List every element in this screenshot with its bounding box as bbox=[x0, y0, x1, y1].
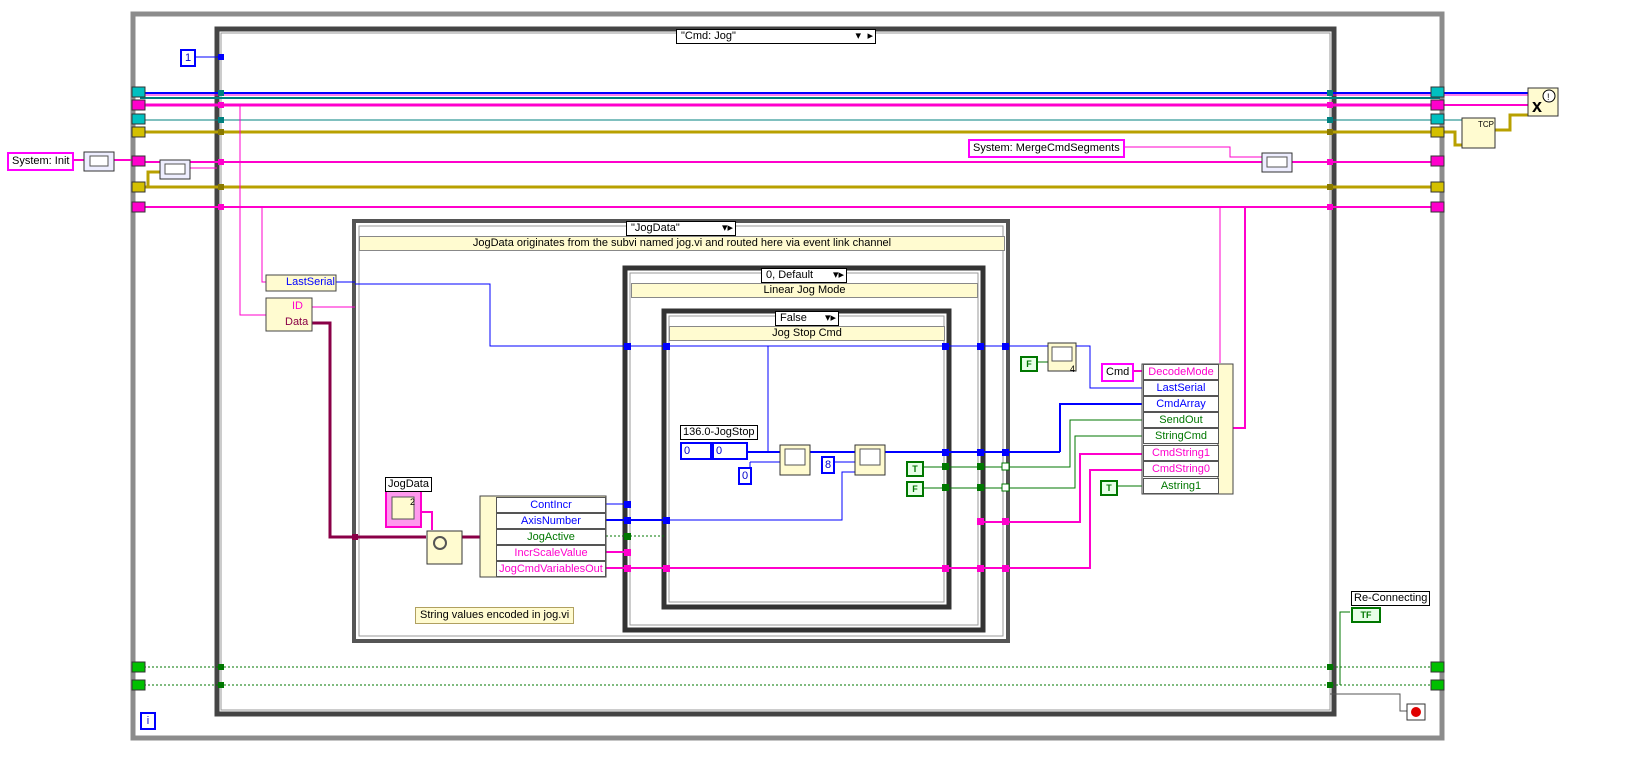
bundle-lastserial: LastSerial bbox=[1143, 380, 1219, 396]
stop-terminal-icon bbox=[1406, 703, 1426, 721]
event-comment: JogData originates from the subvi named … bbox=[359, 236, 1005, 251]
unbundle-incrscale: IncrScaleValue bbox=[496, 545, 606, 561]
cmd-case-selector-value: "Cmd: Jog" bbox=[681, 30, 736, 42]
subvi-jogdata-ref-icon bbox=[385, 490, 422, 528]
stop-case-selector-value: False bbox=[780, 312, 807, 324]
true-constant-a: T bbox=[906, 461, 924, 477]
bundle-astring1: Astring1 bbox=[1143, 478, 1219, 494]
subvi-chart-icon bbox=[1047, 342, 1077, 372]
eight-constant: 8 bbox=[821, 456, 835, 474]
unbundle-lastserial: LastSerial bbox=[286, 276, 335, 288]
tunnels bbox=[218, 54, 1333, 688]
encoded-note: String values encoded in jog.vi bbox=[415, 607, 575, 624]
cmd-constant: Cmd bbox=[1101, 363, 1135, 382]
zero-constant: 0 bbox=[738, 467, 752, 485]
event-case-selector-value: "JogData" bbox=[631, 222, 680, 234]
unbundle-axisnumber: AxisNumber bbox=[496, 513, 606, 529]
bundle-cmdstring1: CmdString1 bbox=[1143, 445, 1219, 461]
cmd-case-selector[interactable]: "Cmd: Jog" ▾ ▸ bbox=[676, 29, 876, 44]
jog-mode-selector[interactable]: 0, Default ▾▸ bbox=[761, 268, 847, 283]
chevron-down-icon: ▾▸ bbox=[721, 222, 733, 234]
merge-cmd-constant: System: MergeCmdSegments bbox=[968, 139, 1125, 158]
unbundle-lastserial-node bbox=[265, 274, 337, 292]
chevron-down-icon: ▾ bbox=[855, 30, 861, 42]
subvi-array-icon bbox=[159, 159, 191, 180]
reconnecting-label: Re-Connecting bbox=[1351, 591, 1431, 606]
jog-mode-comment: Linear Jog Mode bbox=[631, 283, 978, 298]
subvi-string-a-icon bbox=[779, 444, 811, 476]
unbundle-data: Data bbox=[285, 316, 309, 328]
shift-registers-left bbox=[131, 86, 146, 691]
unbundle-id: ID bbox=[292, 300, 303, 312]
bundle-stringcmd: StringCmd bbox=[1143, 428, 1219, 444]
bundle-cmdstring0: CmdString0 bbox=[1143, 461, 1219, 477]
shift-registers-right bbox=[1430, 86, 1445, 691]
svg-text:!: ! bbox=[1547, 92, 1550, 102]
inner-wires bbox=[239, 105, 1407, 712]
subvi-two-label: 2 bbox=[410, 497, 416, 507]
event-case-selector[interactable]: "JogData" ▾▸ bbox=[626, 221, 736, 236]
iteration-constant: 1 bbox=[180, 49, 196, 67]
bundle-cmdarray: CmdArray bbox=[1143, 396, 1219, 412]
true-constant-b: T bbox=[1100, 480, 1118, 496]
subvi-read-value-icon bbox=[426, 530, 463, 565]
jog-mode-selector-value: 0, Default bbox=[766, 269, 814, 281]
while-loop-frame bbox=[130, 11, 1445, 741]
bundle-sendout: SendOut bbox=[1143, 412, 1219, 428]
subvi-string-b-icon bbox=[854, 444, 886, 476]
stop-case-selector[interactable]: False ▾▸ bbox=[775, 311, 839, 326]
unbundle-jogcmdvars: JogCmdVariablesOut bbox=[496, 561, 606, 577]
bundle-decodemode: DecodeMode bbox=[1143, 364, 1219, 380]
false-constant-b: F bbox=[1020, 356, 1038, 372]
svg-text:x: x bbox=[1532, 96, 1542, 116]
reconnecting-indicator[interactable]: TF bbox=[1351, 607, 1381, 623]
chevron-right-icon: ▸ bbox=[867, 30, 873, 42]
subvi-merge-icon bbox=[1261, 152, 1293, 173]
false-constant: F bbox=[906, 481, 924, 497]
simple-error-handler-icon: x ! bbox=[1527, 87, 1559, 117]
tcp-label: TCP bbox=[1478, 120, 1494, 129]
unbundle-continc: ContIncr bbox=[496, 497, 606, 513]
unbundle-event-node bbox=[265, 297, 313, 332]
subvi-tcp-icon bbox=[1461, 117, 1496, 149]
stop-comment: Jog Stop Cmd bbox=[669, 326, 945, 341]
unbundle-jogactive: JogActive bbox=[496, 529, 606, 545]
shift-register-wires bbox=[70, 56, 1530, 686]
jogdata-label: JogData bbox=[385, 477, 432, 492]
jogstop-label: 136.0-JogStop bbox=[680, 425, 758, 440]
chevron-down-icon: ▾▸ bbox=[824, 312, 836, 324]
chevron-down-icon: ▾▸ bbox=[832, 269, 844, 281]
subvi-build-cmd-icon bbox=[83, 151, 115, 172]
system-init-constant: System: Init bbox=[7, 152, 75, 171]
subvi-four-label: 4 bbox=[1070, 364, 1076, 374]
jogstop-value[interactable]: 0 bbox=[712, 442, 748, 460]
jogstop-index[interactable]: 0 bbox=[680, 442, 712, 460]
loop-index-terminal: i bbox=[140, 712, 156, 730]
